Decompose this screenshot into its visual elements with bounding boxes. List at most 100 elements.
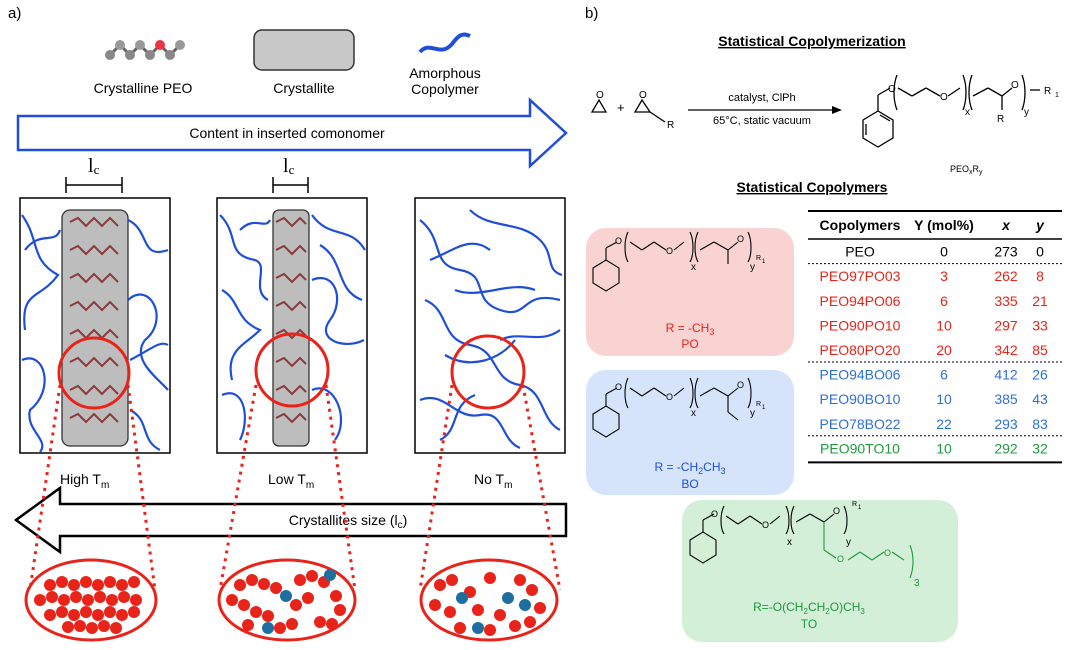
svg-text:y: y — [750, 262, 755, 273]
svg-text:O: O — [833, 506, 840, 516]
svg-text:O: O — [884, 548, 891, 558]
table-cell: 293 — [994, 416, 1018, 432]
bo-label: BO — [681, 477, 698, 491]
svg-text:3: 3 — [914, 578, 920, 589]
epoxide-o: O — [639, 90, 647, 101]
svg-text:O: O — [737, 380, 744, 390]
svg-text:O: O — [666, 246, 673, 256]
to-structure-box: O O O O O x y R 1 3 R=-O(CH2CH2O)CH3 TO — [682, 500, 958, 642]
table-cell: PEO78BO22 — [820, 416, 901, 432]
table-cell: 43 — [1032, 391, 1048, 407]
legend-amorphous-label-1: Amorphous — [409, 65, 481, 81]
table-cell: 292 — [994, 440, 1018, 456]
svg-text:R: R — [756, 401, 761, 408]
svg-text:x: x — [691, 408, 696, 419]
zoom-ellipse-1 — [24, 558, 158, 642]
bo-structure-box: O O O x y R 1 R = -CH2CH3 BO — [586, 370, 794, 495]
no-tm-label: No Tm — [474, 471, 512, 491]
svg-text:x: x — [691, 262, 696, 273]
svg-text:R: R — [756, 255, 761, 262]
product-structure — [862, 74, 1040, 148]
no-tm-box — [414, 197, 566, 454]
svg-text:1: 1 — [762, 259, 766, 265]
panel-b-label: b) — [585, 5, 598, 22]
plus-sign: + — [617, 100, 625, 115]
table-header-2: x — [1001, 217, 1011, 233]
table-cell: 335 — [994, 293, 1018, 309]
product-r1-sub: 1 — [1055, 92, 1059, 99]
svg-text:1: 1 — [762, 405, 766, 411]
svg-text:R: R — [852, 501, 857, 508]
product-o-1: O — [888, 84, 896, 95]
svg-text:x: x — [787, 537, 792, 548]
table-cell: 20 — [936, 342, 952, 358]
po-label: PO — [681, 337, 698, 351]
lc-dimension-1 — [65, 177, 123, 193]
product-r: R — [997, 114, 1004, 125]
product-o-2: O — [940, 92, 948, 103]
svg-text:O: O — [711, 509, 718, 519]
lc-dimension-2 — [272, 177, 309, 193]
bo-r-label: R = -CH2CH3 — [654, 460, 725, 476]
eo-o: O — [596, 90, 604, 101]
substituted-epoxide-structure — [633, 98, 666, 123]
table-cell: 342 — [994, 342, 1018, 358]
table-cell: PEO90TO10 — [820, 440, 900, 456]
table-cell: 10 — [936, 317, 952, 333]
table-cell: 262 — [994, 268, 1018, 284]
svg-text:O: O — [762, 520, 769, 530]
crystallite-size-label: Crystallites size (lc) — [289, 512, 408, 531]
table-cell: 0 — [1036, 244, 1044, 260]
to-r-label: R=-O(CH2CH2O)CH3 — [753, 600, 865, 616]
crystalline-peo-icon — [105, 40, 185, 60]
table-cell: PEO94PO06 — [820, 293, 901, 309]
zoom-ellipse-2 — [217, 558, 357, 642]
product-y: y — [1024, 107, 1029, 118]
svg-text:y: y — [846, 537, 851, 548]
legend-amorphous-label-2: Copolymer — [411, 81, 479, 97]
low-tm-label: Low Tm — [268, 471, 314, 491]
table-cell: 385 — [994, 391, 1018, 407]
table-cell: PEO97PO03 — [820, 268, 901, 284]
svg-text:1: 1 — [858, 505, 862, 511]
zoom-ellipse-3 — [419, 558, 559, 642]
panel-a-label: a) — [8, 5, 21, 22]
table-header-1: Y (mol%) — [914, 217, 974, 233]
table-cell: PEO — [845, 244, 875, 260]
comonomer-content-label: Content in inserted comonomer — [189, 125, 385, 141]
product-o-3: O — [1011, 80, 1019, 91]
svg-text:O: O — [615, 382, 622, 392]
to-label: TO — [801, 617, 817, 631]
table-cell: 22 — [936, 416, 952, 432]
table-cell: 83 — [1032, 416, 1048, 432]
svg-text:O: O — [737, 234, 744, 244]
table-cell: PEO90BO10 — [820, 391, 901, 407]
table-cell: 85 — [1032, 342, 1048, 358]
table-cell: 26 — [1032, 367, 1048, 383]
reagent-bottom: 65°C, static vacuum — [713, 115, 811, 127]
table-header-3: y — [1035, 217, 1045, 233]
po-structure-box: O O O x y R 1 R = -CH3 PO — [586, 228, 794, 356]
reagent-top: catalyst, ClPh — [728, 92, 795, 104]
zoom-lines — [28, 384, 562, 591]
table-cell: 8 — [1036, 268, 1044, 284]
reaction-arrowhead — [832, 106, 842, 114]
product-x: x — [965, 107, 970, 118]
table-cell: 33 — [1032, 317, 1048, 333]
svg-text:y: y — [750, 408, 755, 419]
table-cell: 3 — [940, 268, 948, 284]
comonomer-content-arrow — [16, 97, 568, 169]
low-tm-box — [216, 197, 368, 454]
legend-crystallite-label: Crystallite — [273, 80, 335, 96]
table-cell: PEO94BO06 — [820, 367, 901, 383]
table-cell: 10 — [936, 440, 952, 456]
epoxide-r: R — [667, 120, 674, 131]
table-cell: 297 — [994, 317, 1018, 333]
copolymerization-title: Statistical Copolymerization — [718, 33, 905, 49]
high-tm-label: High Tm — [60, 471, 109, 491]
copolymers-title: Statistical Copolymers — [737, 179, 888, 195]
table-cell: 32 — [1032, 440, 1048, 456]
svg-text:O: O — [615, 236, 622, 246]
